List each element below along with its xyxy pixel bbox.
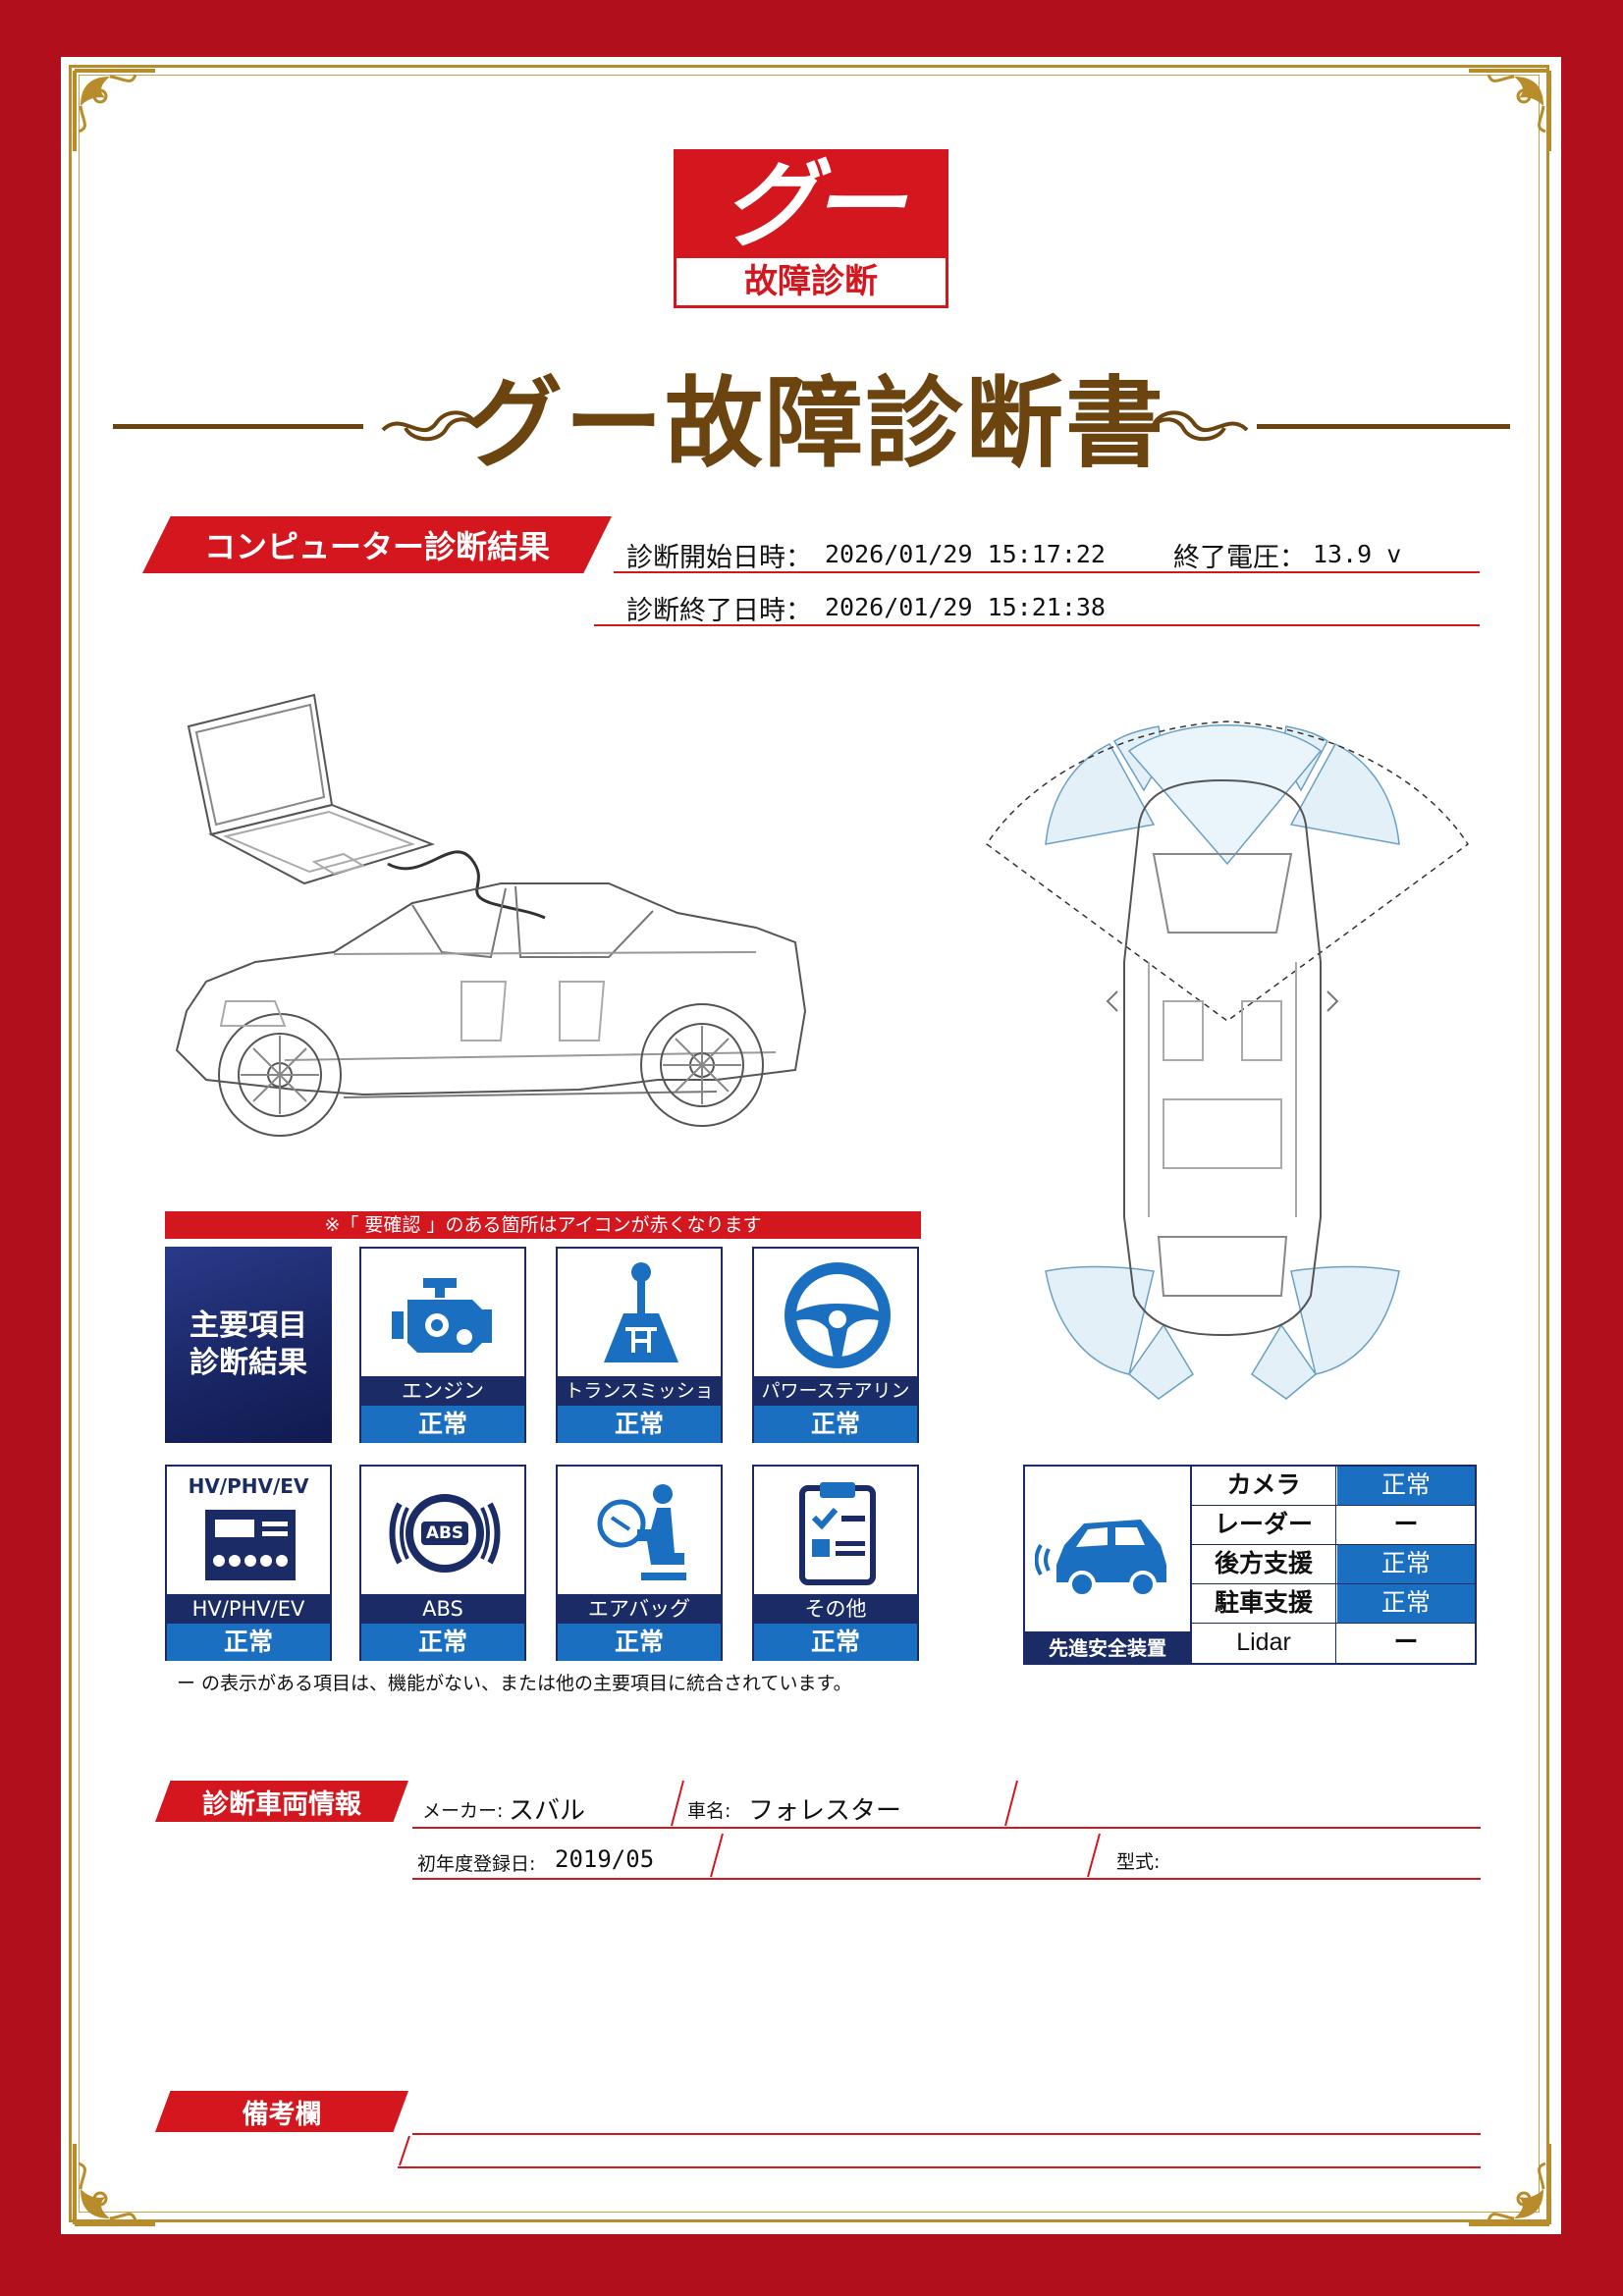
tile-transmission: トランスミッション 正常 — [556, 1247, 723, 1443]
vehicle-info-banner: 診断車両情報 — [155, 1781, 408, 1822]
tile-other-status: 正常 — [754, 1624, 917, 1661]
notice-bar: ※「 要確認 」のある箇所はアイコンが赤くなります — [165, 1211, 921, 1239]
adas-label: 先進安全装置 — [1025, 1631, 1190, 1665]
end-label: 診断終了日時： — [626, 596, 812, 626]
main-items-label: 主要項目診断結果 — [165, 1247, 332, 1443]
computer-diagnosis-banner: コンピューター診断結果 — [142, 516, 612, 573]
car-name-value: フォレスター — [748, 1796, 902, 1826]
adas-panel: 先進安全装置 カメラ 正常 レーダー ー 後方支援 正常 駐車支援 正常 Lid… — [1023, 1465, 1477, 1665]
abs-icon — [389, 1494, 501, 1573]
adas-row-radar-name: レーダー — [1192, 1506, 1336, 1544]
airbag-icon — [597, 1484, 686, 1580]
start-underline — [614, 571, 1480, 573]
logo-subtitle: 故障診断 — [744, 262, 878, 301]
gold-inner-frame — [79, 75, 1540, 2213]
tile-engine-status: 正常 — [361, 1406, 524, 1443]
start-label: 診断開始日時： — [626, 543, 812, 573]
voltage-label: 終了電圧： — [1173, 543, 1306, 573]
main-items-label-line2: 診断結果 — [189, 1346, 307, 1380]
car-sensor-icon — [1035, 1520, 1166, 1598]
clipboard-icon — [799, 1482, 876, 1585]
adas-divider — [1190, 1467, 1192, 1663]
tile-engine-name: エンジン — [361, 1376, 524, 1406]
tile-other-name: その他 — [754, 1594, 917, 1624]
adas-row-camera-value: 正常 — [1337, 1467, 1475, 1505]
abs-badge-text: ABS — [425, 1523, 464, 1543]
adas-row-lidar-value: ー — [1337, 1624, 1475, 1663]
adas-row-parking-assist-value: 正常 — [1337, 1584, 1475, 1623]
document-title: グー故障診断書 — [464, 366, 1165, 481]
corner-ornament-icon — [1469, 2144, 1551, 2226]
tile-abs-name: ABS — [361, 1594, 524, 1624]
end-underline — [594, 624, 1480, 626]
tile-abs-status: 正常 — [361, 1624, 524, 1661]
engine-icon — [392, 1278, 492, 1353]
steering-wheel-icon — [784, 1262, 891, 1368]
tile-other: その他 正常 — [752, 1465, 919, 1661]
title-rule-left — [113, 424, 363, 429]
tile-steering: パワーステアリング 正常 — [752, 1247, 919, 1443]
voltage-value: 13.9 v — [1313, 540, 1402, 568]
tile-hv-badge: HV/PHV/EV — [188, 1474, 309, 1498]
gold-frame — [69, 65, 1549, 2222]
end-value: 2026/01/29 15:21:38 — [825, 593, 1106, 621]
model-label: 型式: — [1116, 1851, 1161, 1873]
gear-shift-icon — [604, 1262, 678, 1362]
maker-label: メーカー: — [422, 1800, 504, 1822]
corner-ornament-icon — [73, 2144, 155, 2226]
top-view-sensor-illustration — [985, 721, 1470, 1400]
corner-ornament-icon — [1469, 69, 1551, 151]
registration-value: 2019/05 — [555, 1845, 655, 1873]
tile-hv-status: 正常 — [167, 1624, 330, 1661]
adas-row-rear-assist: 後方支援 正常 — [1192, 1545, 1475, 1584]
remarks-banner: 備考欄 — [155, 2091, 408, 2132]
title-rule-right — [1257, 424, 1510, 429]
adas-row-parking-assist: 駐車支援 正常 — [1192, 1584, 1475, 1624]
tile-airbag-status: 正常 — [558, 1624, 721, 1661]
tile-hv-name: HV/PHV/EV — [167, 1594, 330, 1624]
adas-row-radar: レーダー ー — [1192, 1506, 1475, 1545]
tile-steering-status: 正常 — [754, 1406, 917, 1443]
start-value: 2026/01/29 15:17:22 — [825, 540, 1106, 568]
tile-steering-name: パワーステアリング — [754, 1376, 917, 1431]
adas-row-camera: カメラ 正常 — [1192, 1467, 1475, 1506]
adas-row-radar-value: ー — [1337, 1506, 1475, 1544]
adas-row-rear-assist-value: 正常 — [1337, 1545, 1475, 1583]
tile-airbag: エアバッグ 正常 — [556, 1465, 723, 1661]
corner-ornament-icon — [73, 69, 155, 151]
tile-hv: HV/PHV/EV HV/PHV/EV 正常 — [165, 1465, 332, 1661]
registration-label: 初年度登録日: — [417, 1853, 536, 1875]
adas-row-lidar-name: Lidar — [1192, 1624, 1336, 1663]
adas-row-parking-assist-name: 駐車支援 — [1192, 1584, 1336, 1623]
main-items-label-line1: 主要項目 — [189, 1308, 307, 1343]
flourish-left-icon — [381, 410, 478, 442]
maker-value: スバル — [509, 1796, 586, 1826]
remarks-lines — [398, 2133, 1481, 2168]
logo-mark: グー — [723, 150, 905, 260]
adas-row-lidar: Lidar ー — [1192, 1624, 1475, 1663]
vehicle-info-lines — [412, 1780, 1481, 1880]
tile-transmission-name: トランスミッション — [558, 1376, 721, 1431]
battery-icon — [205, 1510, 296, 1580]
flourish-right-icon — [1152, 410, 1249, 442]
tile-transmission-status: 正常 — [558, 1406, 721, 1443]
car-diagnosis-illustration — [175, 693, 807, 1137]
logo-red-block — [676, 152, 946, 258]
tile-engine: エンジン 正常 — [359, 1247, 526, 1443]
document-sheet — [61, 57, 1561, 2234]
car-name-label: 車名: — [687, 1800, 731, 1822]
tile-abs: ABS ABS 正常 — [359, 1465, 526, 1661]
adas-row-camera-name: カメラ — [1192, 1467, 1336, 1505]
tile-airbag-name: エアバッグ — [558, 1594, 721, 1624]
footnote: ー の表示がある項目は、機能がない、または他の主要項目に統合されています。 — [177, 1673, 852, 1694]
adas-row-rear-assist-name: 後方支援 — [1192, 1545, 1336, 1583]
